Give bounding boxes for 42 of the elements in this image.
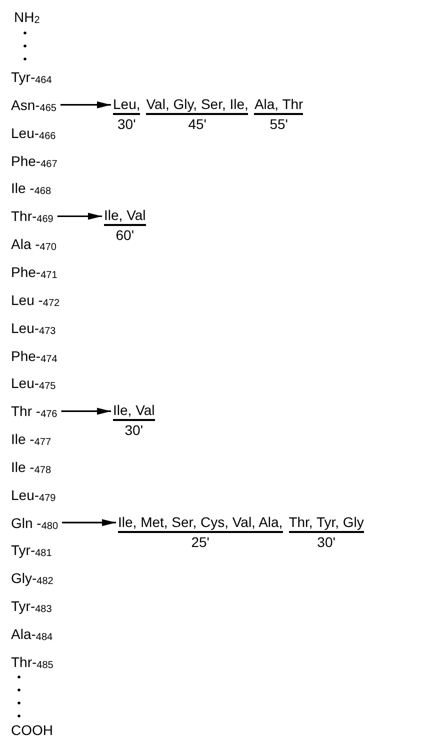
time-label: 25' [190, 534, 210, 551]
substitution-list: Val, Gly, Ser, Ile, [146, 96, 248, 112]
residue-label: Asn-$_{465}$ [11, 96, 56, 117]
terminus-label: NH$_{2}$ [14, 8, 40, 28]
time-label: 60' [114, 227, 135, 244]
time-label: 30' [316, 534, 336, 551]
residue-label: Thr -$_{476}$ [11, 402, 58, 424]
time-label: 30' [124, 422, 144, 440]
arrow [57, 212, 102, 220]
residue-label: Ala-$_{484}$ [11, 625, 53, 645]
residue-label: Ala -$_{470}$ [11, 235, 56, 256]
residue-label: Ile -$_{477}$ [11, 430, 52, 450]
time-label: 55' [268, 116, 289, 133]
residue-label: Ile -$_{468}$ [11, 179, 52, 200]
substitution-list: Ile, Val [113, 402, 155, 418]
residue-label: Thr-$_{485}$ [11, 652, 54, 673]
substitution-list: Thr, Tyr, Gly [288, 514, 364, 530]
arrow [61, 408, 111, 415]
residue-label: Ile -$_{478}$ [11, 458, 52, 478]
residue-label: Tyr-$_{483}$ [11, 597, 52, 618]
substitution-list: Ile, Val [104, 207, 146, 224]
residue-label: Phe-$_{474}$ [11, 346, 58, 366]
residue-label: Gly-$_{482}$ [11, 569, 54, 590]
substitution-list: Ile, Met, Ser, Cys, Val, Ala, [118, 514, 283, 530]
residue-label: Tyr-$_{464}$ [11, 68, 52, 88]
residue-label: Leu-$_{479}$ [11, 486, 56, 506]
residue-label: Phe-$_{471}$ [11, 262, 58, 283]
arrow [60, 101, 111, 108]
arrow [62, 519, 116, 526]
time-label: 45' [187, 116, 208, 133]
residue-label: Leu-$_{466}$ [11, 124, 56, 144]
residue-label: Phe-$_{467}$ [11, 152, 58, 172]
substitution-list: Ala, Thr [254, 96, 304, 112]
terminus-label: COOH [11, 721, 53, 736]
residue-label: Gln -$_{480}$ [11, 514, 58, 535]
residue-label: Leu-$_{473}$ [11, 318, 56, 339]
residue-label: Tyr-$_{481}$ [11, 541, 52, 562]
residue-label: Leu-$_{475}$ [11, 374, 56, 394]
residue-label: Thr-$_{469}$ [11, 207, 54, 228]
substitution-list: Leu, [113, 96, 140, 112]
time-label: 30' [116, 116, 137, 133]
residue-label: Leu -$_{472}$ [11, 290, 60, 311]
